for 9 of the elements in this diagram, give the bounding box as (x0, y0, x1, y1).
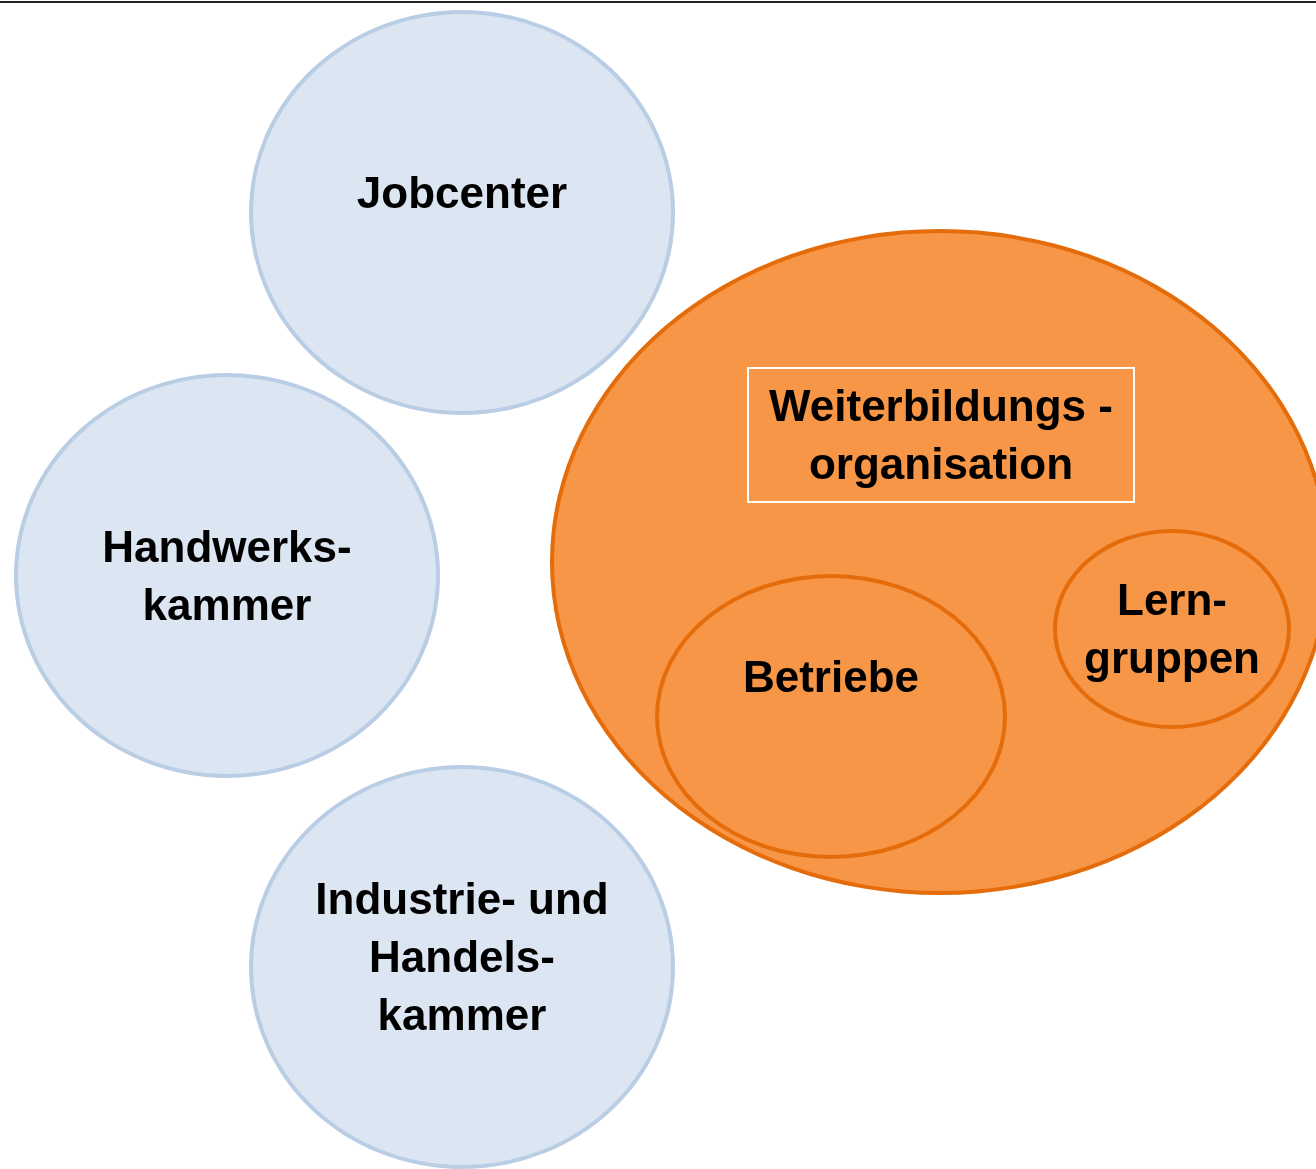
heading-box (747, 367, 1135, 503)
node-label: Betriebe (741, 650, 921, 703)
group-ellipse (655, 574, 1007, 859)
node-label: Industrie- und Handels- kammer (314, 873, 610, 1041)
node-label: Jobcenter (355, 166, 569, 219)
node-label: Lern- gruppen (1083, 574, 1261, 684)
node-label: Weiterbildungs -organisation (768, 380, 1114, 490)
group-ellipse (1053, 529, 1291, 729)
node-label: Handwerks- kammer (101, 520, 353, 631)
